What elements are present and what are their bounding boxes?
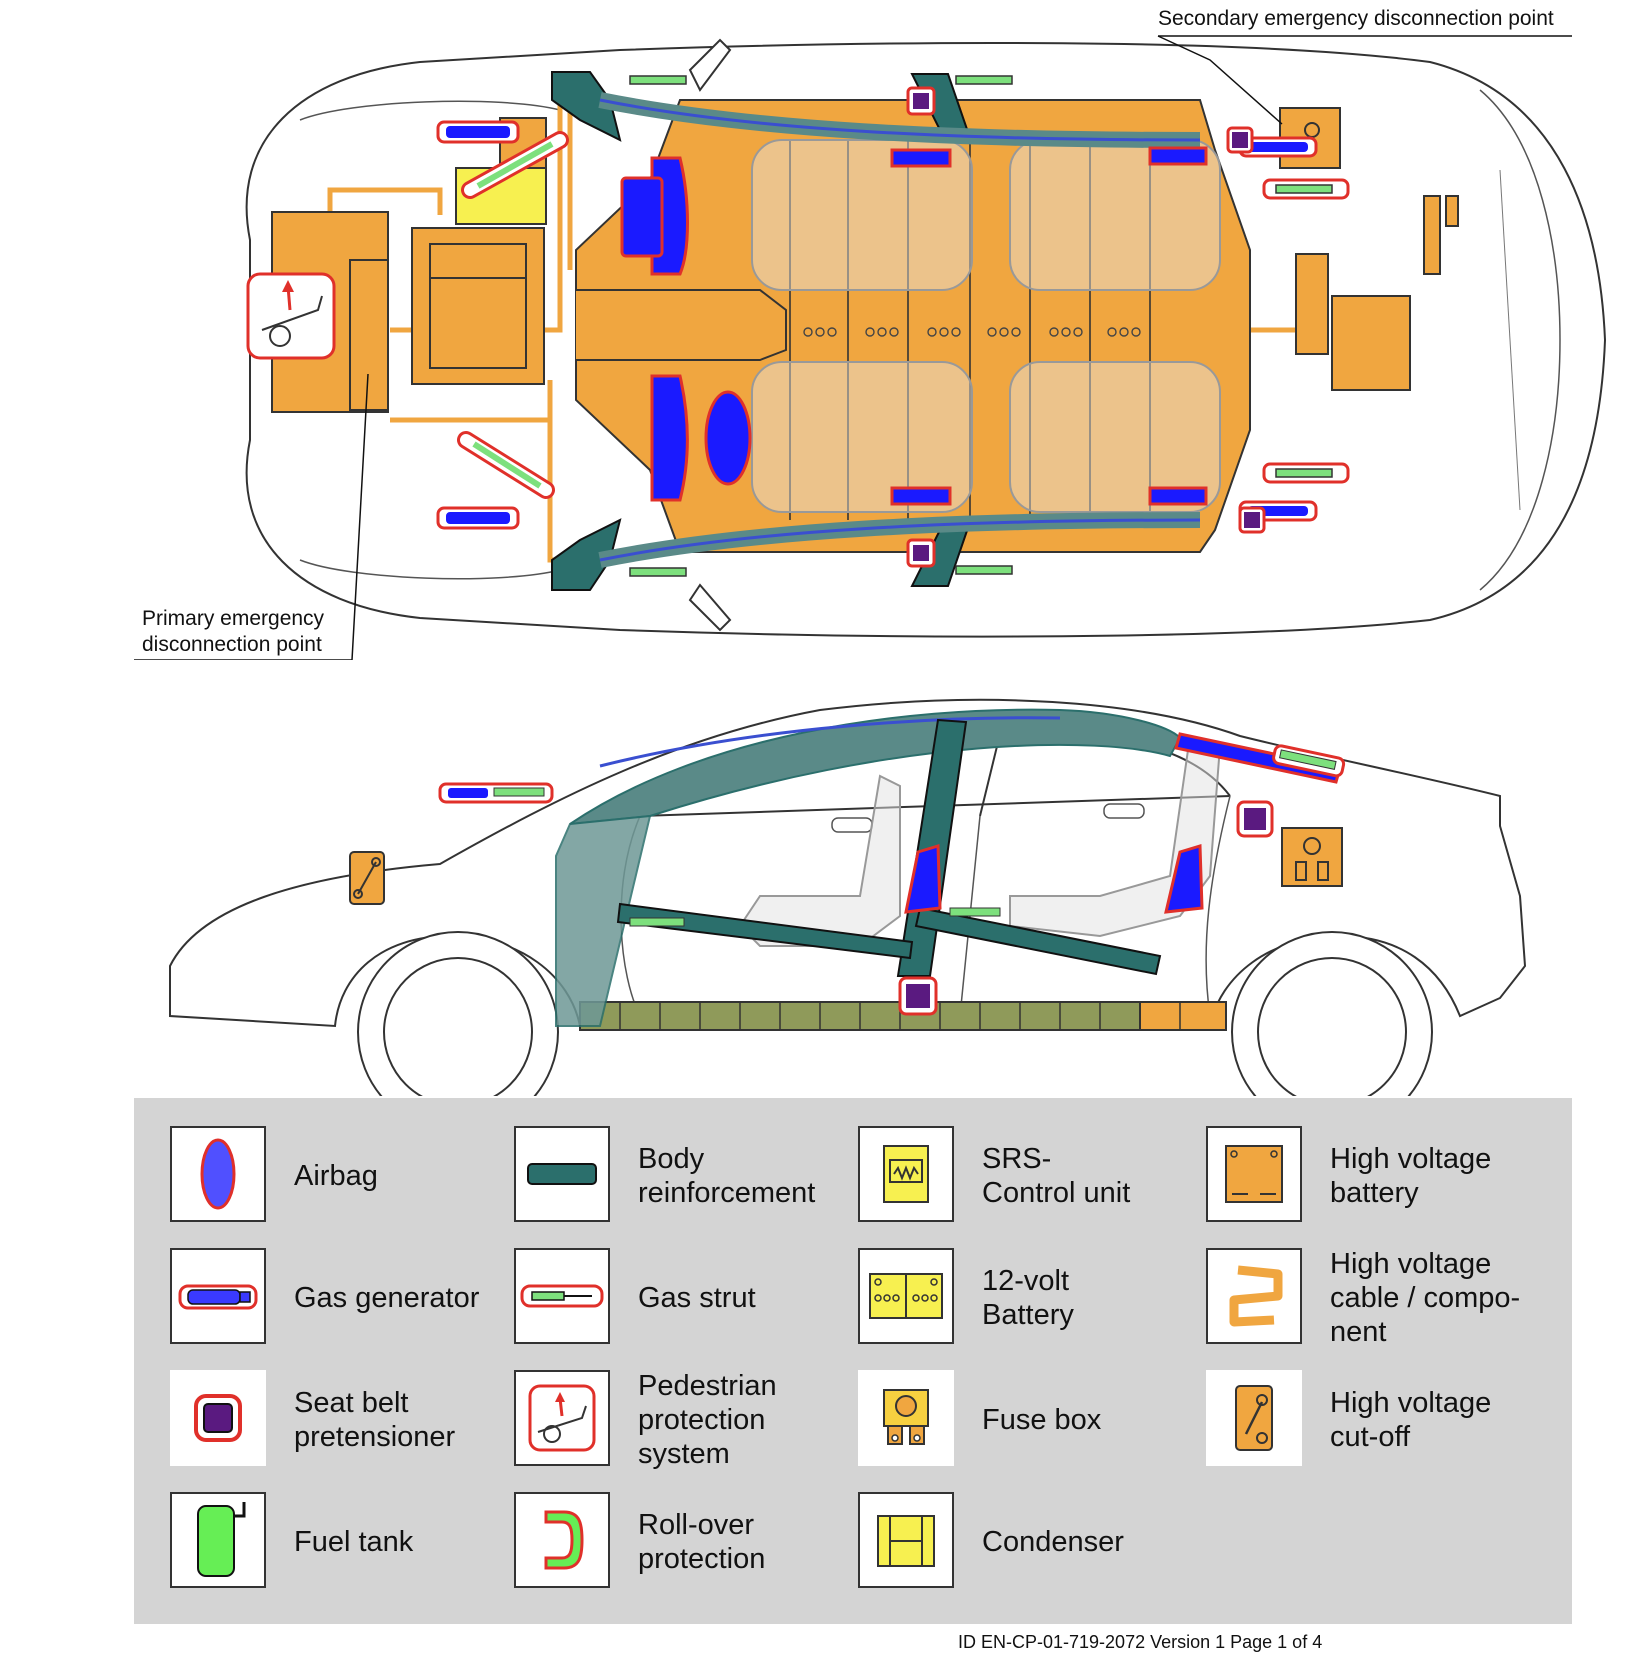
legend-item-airbag: Airbag xyxy=(170,1126,510,1226)
srs-control-unit-icon xyxy=(858,1126,954,1222)
seat-belt-pretensioners-top xyxy=(906,86,1266,568)
legend-label-fuel-tank: Fuel tank xyxy=(294,1526,414,1558)
primary-label-line1: Primary emergency xyxy=(142,607,325,630)
legend-label-srs: SRS-Control unit xyxy=(982,1143,1131,1209)
body-reinforcement-icon xyxy=(514,1126,610,1222)
legend-item-srs: SRS-Control unit xyxy=(858,1126,1198,1226)
gas-strut-icon xyxy=(514,1248,610,1344)
12-volt-battery-icon xyxy=(858,1248,954,1344)
legend-label-condenser: Condenser xyxy=(982,1526,1124,1558)
legend-item-condenser: Condenser xyxy=(858,1492,1198,1592)
fuel-tank-icon xyxy=(170,1492,266,1588)
primary-label-line2: disconnection point xyxy=(142,633,322,656)
legend-item-fuse-box: Fuse box xyxy=(858,1370,1198,1470)
callout-lines xyxy=(134,35,1572,660)
body-reinforcement-top xyxy=(551,71,1201,591)
legend-label-fuse-box: Fuse box xyxy=(982,1404,1102,1436)
high-voltage-cable-icon xyxy=(1206,1248,1302,1344)
primary-disconnection-label: Primary emergency disconnection point xyxy=(142,606,324,658)
rear-hv-component xyxy=(1295,253,1329,355)
gas-generator-icon xyxy=(170,1248,266,1344)
high-voltage-cutoff-icon xyxy=(1206,1370,1302,1466)
seat-belt-pretensioners-side xyxy=(898,800,1274,1016)
footer-document-info: ID EN-CP-01-719-2072 Version 1 Page 1 of… xyxy=(958,1632,1323,1652)
seat-belt-pretensioner-icon xyxy=(170,1370,266,1466)
legend-item-gas-generator: Gas generator xyxy=(170,1248,510,1348)
legend-label-gas-generator: Gas generator xyxy=(294,1282,480,1314)
airbags-side xyxy=(904,732,1342,914)
car-side-view-diagram xyxy=(169,698,1527,1096)
airbag-icon xyxy=(170,1126,266,1222)
gas-components-side xyxy=(438,744,1346,927)
secondary-disconnection-label: Secondary emergency disconnection point xyxy=(1158,7,1554,30)
high-voltage-battery-icon xyxy=(1206,1126,1302,1222)
wheels xyxy=(357,931,1433,1096)
pedestrian-protection-icon xyxy=(514,1370,610,1466)
hv-cutoff-side xyxy=(349,851,385,905)
car-top-view-diagram xyxy=(134,35,1607,660)
fuse-box-icon xyxy=(858,1370,954,1466)
legend-label-airbag: Airbag xyxy=(294,1160,378,1192)
roll-over-protection-icon xyxy=(514,1492,610,1588)
airbags-top xyxy=(620,146,1208,506)
legend-item-gas-strut: Gas strut xyxy=(514,1248,854,1348)
legend-item-fuel-tank: Fuel tank xyxy=(170,1492,510,1592)
condenser-icon xyxy=(858,1492,954,1588)
fuse-box-side xyxy=(1281,827,1343,887)
legend-label-gas-strut: Gas strut xyxy=(638,1282,756,1314)
front-hv-cutoff xyxy=(349,259,389,411)
gas-struts-top xyxy=(457,75,1350,577)
